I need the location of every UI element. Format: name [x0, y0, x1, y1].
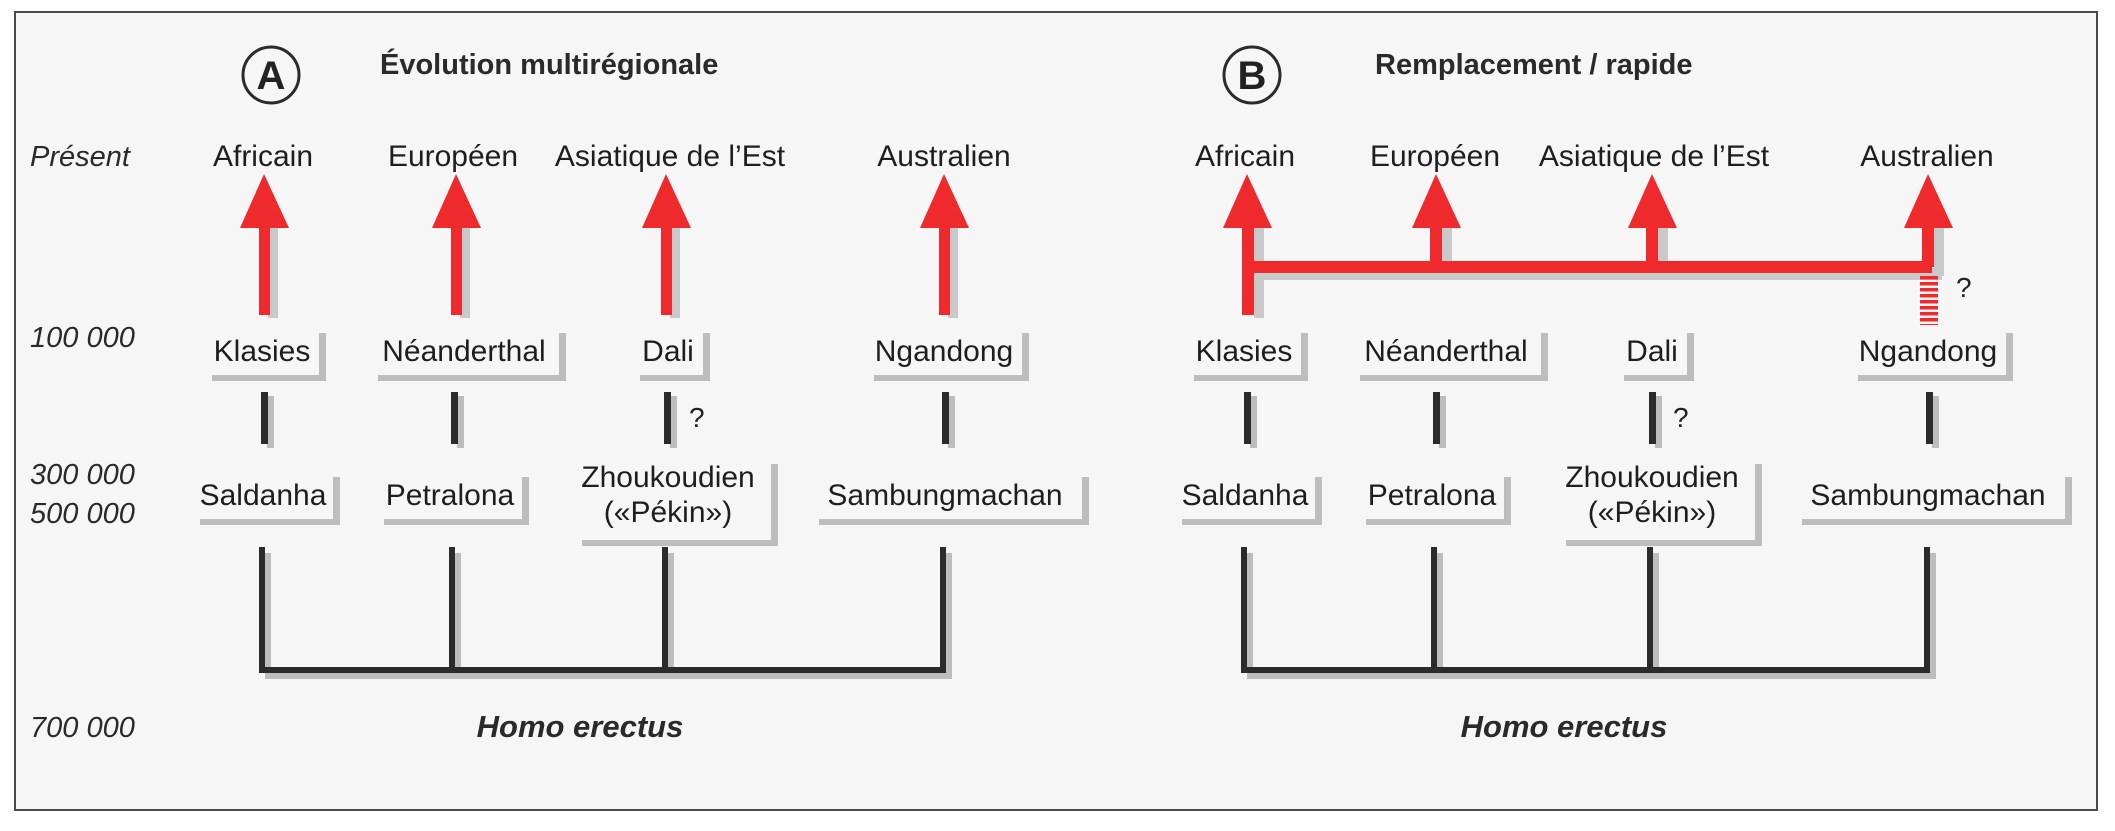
time-axis: Présent 100 000 300 000 500 000 700 000 [30, 141, 135, 744]
panel-b-badge: B [1222, 45, 1282, 105]
panel-b-present-australien: Australien [1860, 140, 1993, 173]
panel-a-present-asiatique: Asiatique de l’Est [555, 140, 786, 173]
panel-b-connectors [1244, 392, 1939, 448]
label-ngandong-b: Ngandong [1859, 335, 1997, 368]
panel-a-box-neanderthal: Néanderthal [371, 327, 566, 381]
panel-a-connectors [261, 392, 955, 448]
panel-a-present-europeen: Européen [388, 140, 518, 173]
panel-a-box-dali: Dali [633, 327, 710, 381]
panel-b-tree [1241, 547, 1936, 679]
panel-b-present-africain: Africain [1195, 140, 1295, 173]
panel-b-base-label: Homo erectus [1461, 709, 1668, 744]
panel-b-replacement-arrows [1223, 174, 1953, 325]
label-ngandong: Ngandong [875, 335, 1013, 368]
label-neanderthal-b: Néanderthal [1364, 335, 1527, 368]
label-zhoukoudien: Zhoukoudien [581, 461, 754, 494]
arrowhead-europeen [1412, 174, 1461, 228]
label-saldanha: Saldanha [200, 479, 327, 512]
label-klasies: Klasies [214, 335, 311, 368]
panel-b-box-zhoukoudien: Zhoukoudien («Pékin») [1559, 458, 1762, 546]
panel-b-present-asiatique: Asiatique de l’Est [1539, 140, 1770, 173]
label-petralona-b: Petralona [1368, 479, 1497, 512]
label-petralona: Petralona [386, 479, 515, 512]
panel-b-box-ngandong: Ngandong [1851, 327, 2013, 381]
panel-a-box-klasies: Klasies [205, 327, 326, 381]
label-zhoukoudien-b: Zhoukoudien [1565, 461, 1738, 494]
label-sambungmachan: Sambungmachan [827, 479, 1062, 512]
arrow-asiatique [642, 174, 691, 318]
panel-a-box-sambungmachan: Sambungmachan [812, 471, 1089, 525]
time-100000: 100 000 [30, 322, 135, 354]
arrowhead-africain [1223, 174, 1272, 228]
panel-a-box-saldanha: Saldanha [193, 471, 340, 525]
label-dali: Dali [642, 335, 694, 368]
uncertain-dashed-link [1920, 275, 1938, 325]
label-klasies-b: Klasies [1196, 335, 1293, 368]
panel-b-uncertain-mark: ? [1673, 402, 1689, 433]
time-700000: 700 000 [30, 712, 135, 744]
label-neanderthal: Néanderthal [382, 335, 545, 368]
label-pekin: («Pékin») [604, 496, 732, 529]
label-pekin-b: («Pékin») [1588, 496, 1716, 529]
panel-a-letter: A [257, 54, 286, 98]
panel-b-present-europeen: Européen [1370, 140, 1500, 173]
arrowhead-asiatique [1628, 174, 1677, 228]
panel-a-box-ngandong: Ngandong [867, 327, 1029, 381]
panel-b-box-sambungmachan: Sambungmachan [1795, 471, 2072, 525]
panel-a-badge: A [241, 45, 301, 105]
arrowhead-australien [1904, 174, 1953, 228]
label-dali-b: Dali [1626, 335, 1678, 368]
panel-a-present-africain: Africain [213, 140, 313, 173]
panel-b-box-neanderthal: Néanderthal [1353, 327, 1548, 381]
time-300000: 300 000 [30, 459, 135, 491]
panel-a-present-australien: Australien [877, 140, 1010, 173]
panel-b-box-petralona: Petralona [1359, 471, 1511, 525]
panel-a-tree [259, 547, 952, 679]
arrow-australien [920, 174, 969, 318]
arrow-africain [240, 174, 289, 318]
label-sambungmachan-b: Sambungmachan [1810, 479, 2045, 512]
panel-a-box-petralona: Petralona [377, 471, 529, 525]
panel-a: A Évolution multirégionale Africain Euro… [193, 45, 1089, 744]
time-500000: 500 000 [30, 498, 135, 530]
panel-b-uncertain-mark-2: ? [1956, 272, 1972, 303]
arrow-europeen [432, 174, 481, 318]
panel-b-box-dali: Dali [1617, 327, 1694, 381]
panel-b-title: Remplacement / rapide [1375, 49, 1693, 81]
label-saldanha-b: Saldanha [1182, 479, 1309, 512]
panel-b-box-klasies: Klasies [1187, 327, 1308, 381]
panel-a-uncertain-mark: ? [689, 402, 705, 433]
panel-b: B Remplacement / rapide Africain Europée… [1175, 45, 2072, 744]
panel-b-letter: B [1238, 54, 1267, 98]
panel-b-box-saldanha: Saldanha [1175, 471, 1322, 525]
panel-a-title: Évolution multirégionale [380, 47, 718, 81]
time-present: Présent [30, 141, 132, 173]
panel-a-arrows [240, 174, 969, 318]
panel-a-box-zhoukoudien: Zhoukoudien («Pékin») [575, 458, 778, 546]
panel-a-base-label: Homo erectus [477, 709, 684, 744]
